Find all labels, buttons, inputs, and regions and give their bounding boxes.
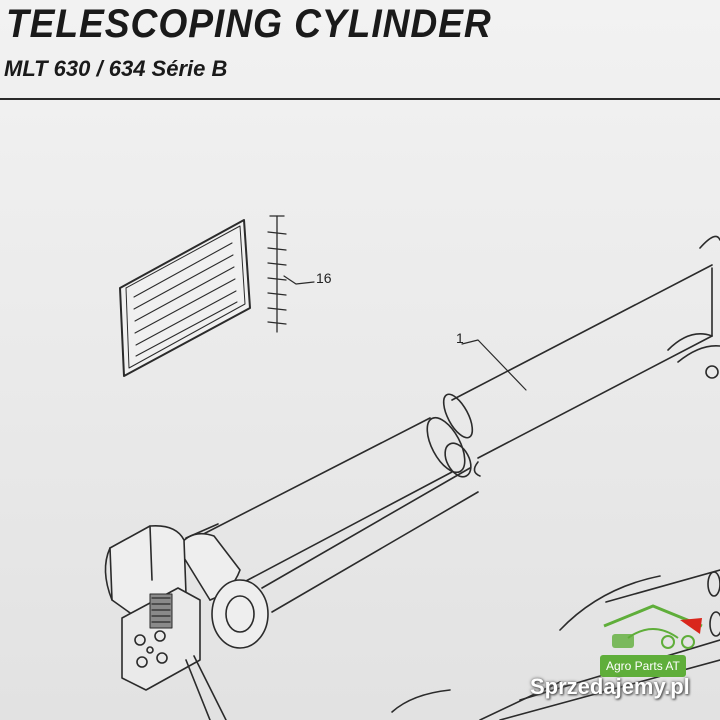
rear-mount-block: [104, 524, 269, 720]
callout-16: 16: [316, 270, 332, 286]
seal-kit-clip: [267, 215, 287, 333]
cylinder-head: [667, 235, 720, 379]
cylinder-barrel: [177, 416, 466, 601]
page-subtitle: MLT 630 / 634 Série B: [4, 56, 228, 81]
cylinder-exploded-diagram: 16 1: [104, 215, 720, 720]
cylinder-inner-tube: [442, 264, 713, 478]
cylinder-rod: [261, 467, 479, 613]
callout-1: 1: [456, 330, 464, 346]
watermark-badge: Agro Parts AT: [600, 655, 686, 677]
callout-1-leader: [461, 339, 527, 391]
agro-parts-logo: [603, 604, 703, 649]
page-title: TELESCOPING CYLINDER: [6, 2, 492, 46]
callout-16-leader: [283, 275, 315, 285]
decal-sticker: [119, 219, 251, 377]
watermark-site: Sprzedajemy.pl: [530, 674, 690, 699]
header-divider: [0, 98, 720, 100]
